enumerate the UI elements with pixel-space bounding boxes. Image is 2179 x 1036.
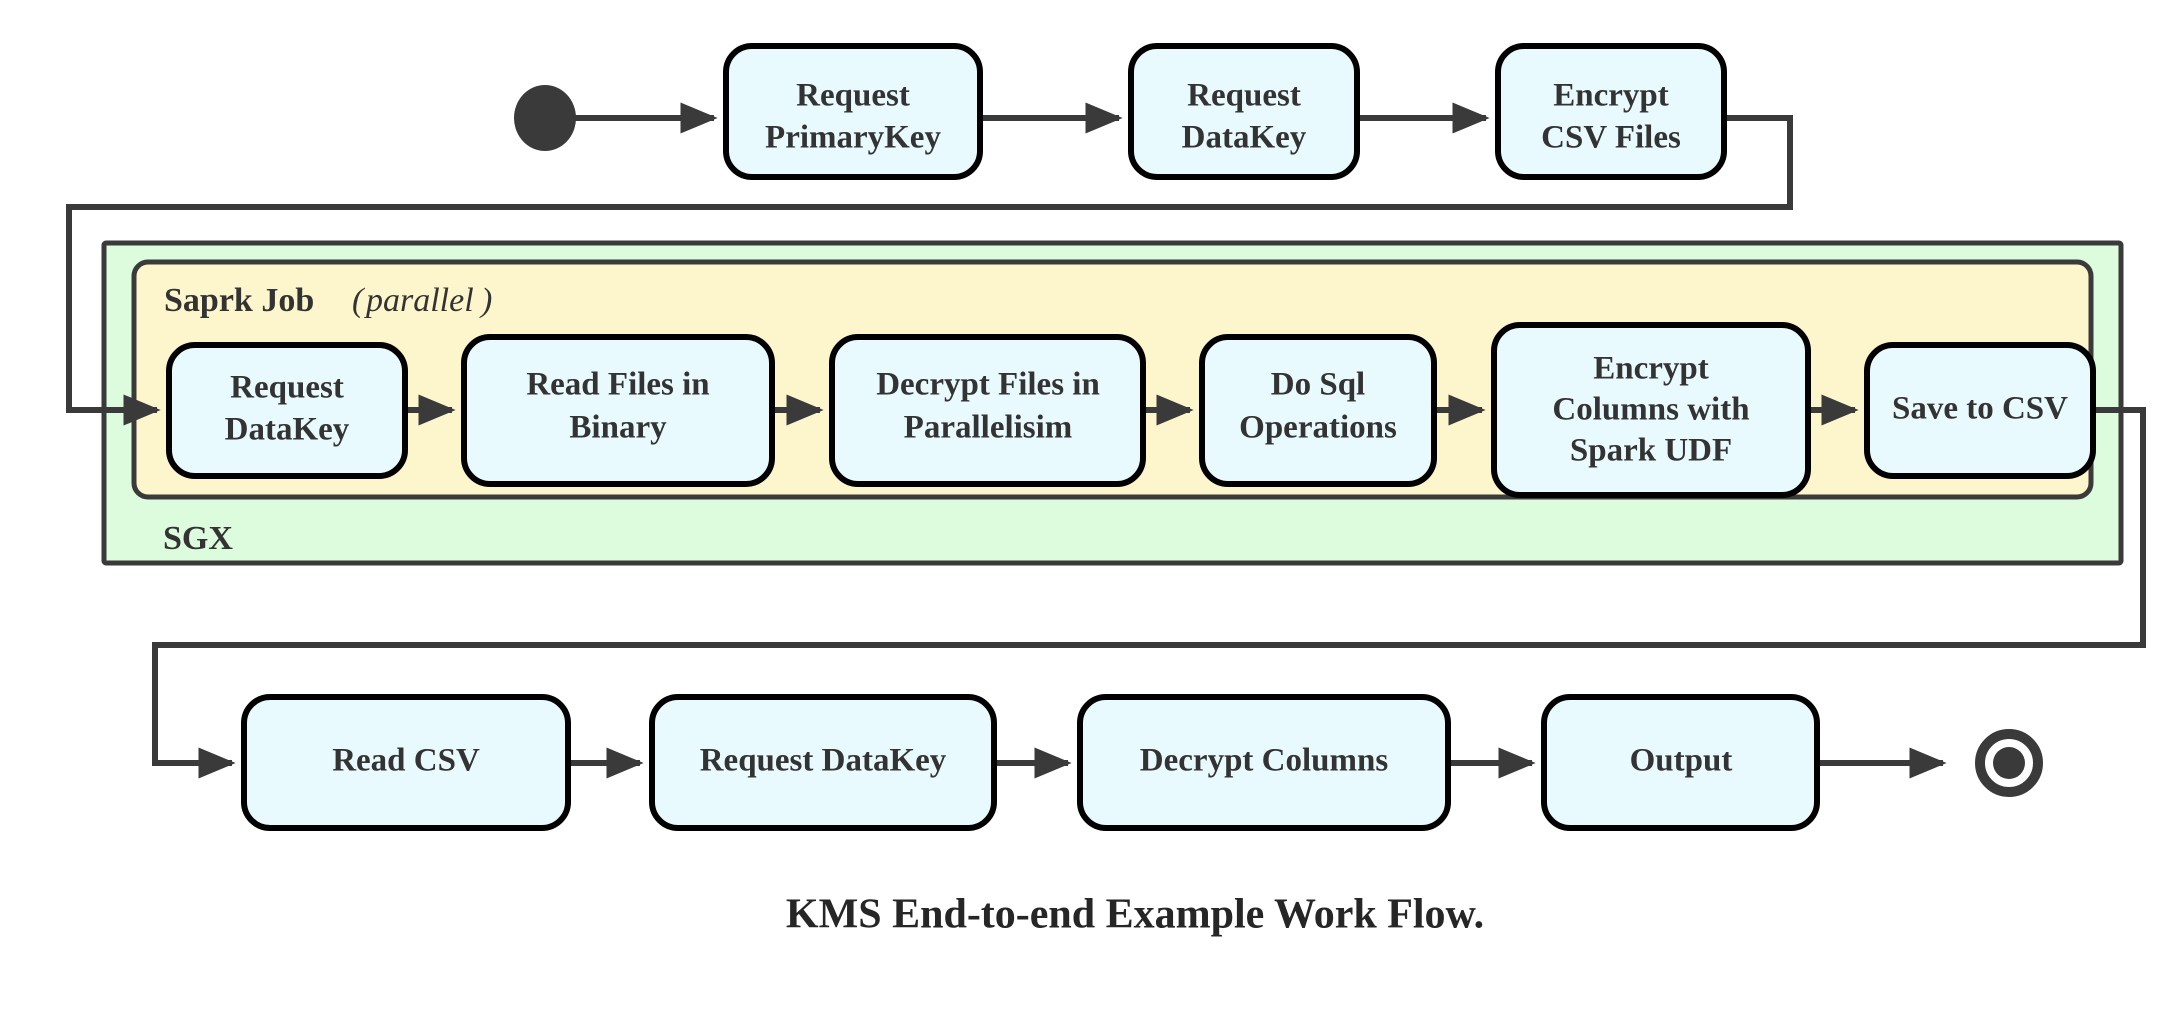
- start-node: [514, 85, 576, 151]
- node-encrypt-columns-with-spark-udf[interactable]: Encrypt Columns with Spark UDF: [1491, 322, 1811, 498]
- edge-encrypt-csv-files-to-request-datakey-spark: [66, 115, 1793, 426]
- node-output[interactable]: Output: [1541, 694, 1820, 831]
- node-request-primarykey[interactable]: Request PrimaryKey: [723, 43, 983, 180]
- edge-save-to-csv-to-read-csv: [152, 407, 2146, 779]
- node-encrypt-columns-line-2: Columns with: [1552, 392, 1749, 428]
- node-encrypt-csv-files-line-2: CSV Files: [1541, 120, 1681, 156]
- node-save-to-csv[interactable]: Save to CSV: [1864, 342, 2096, 479]
- node-read-files-in-binary-line-2: Binary: [569, 410, 667, 446]
- node-request-datakey-spark-line-2: DataKey: [225, 412, 350, 448]
- node-decrypt-files-line-1: Decrypt Files in: [876, 367, 1100, 403]
- group-spark-job-label-text: Saprk Job: [164, 282, 314, 319]
- node-request-datakey-top[interactable]: Request DataKey: [1128, 43, 1360, 180]
- node-read-files-in-binary[interactable]: Read Files in Binary: [461, 334, 775, 487]
- node-read-files-in-binary-line-1: Read Files in: [526, 367, 709, 403]
- node-request-datakey-spark[interactable]: Request DataKey: [166, 342, 408, 479]
- node-read-csv[interactable]: Read CSV: [241, 694, 571, 831]
- node-request-datakey-bottom-label: Request DataKey: [700, 743, 947, 779]
- node-save-to-csv-label: Save to CSV: [1892, 391, 2068, 427]
- node-do-sql-operations-line-2: Operations: [1239, 410, 1397, 446]
- group-spark-job-label: Saprk Job: [164, 282, 314, 319]
- group-spark-job-label-paren-open: (: [352, 282, 366, 319]
- node-request-datakey-spark-line-1: Request: [230, 370, 344, 406]
- group-sgx-label: SGX: [163, 520, 233, 557]
- node-request-datakey-top-line-1: Request: [1187, 78, 1301, 114]
- end-node-core: [1993, 747, 2025, 779]
- end-node-ring: [1975, 729, 2043, 797]
- node-do-sql-operations[interactable]: Do Sql Operations: [1199, 334, 1437, 487]
- node-encrypt-columns-line-1: Encrypt: [1593, 351, 1709, 387]
- node-read-csv-label: Read CSV: [332, 743, 480, 779]
- node-request-datakey-bottom[interactable]: Request DataKey: [649, 694, 997, 831]
- node-encrypt-columns-line-3: Spark UDF: [1570, 433, 1732, 469]
- group-spark-job-label-paren-close: ): [479, 282, 492, 319]
- node-request-primarykey-line-2: PrimaryKey: [765, 120, 941, 156]
- node-decrypt-columns[interactable]: Decrypt Columns: [1077, 694, 1451, 831]
- node-request-primarykey-line-1: Request: [796, 78, 910, 114]
- node-encrypt-csv-files-line-1: Encrypt: [1553, 78, 1669, 114]
- node-request-datakey-top-line-2: DataKey: [1182, 120, 1307, 156]
- node-decrypt-columns-label: Decrypt Columns: [1140, 743, 1389, 779]
- node-do-sql-operations-line-1: Do Sql: [1271, 367, 1365, 403]
- group-spark-job-label-parallel: parallel: [364, 282, 474, 319]
- diagram-caption: KMS End-to-end Example Work Flow.: [786, 892, 1484, 938]
- node-output-label: Output: [1630, 743, 1733, 779]
- node-encrypt-csv-files[interactable]: Encrypt CSV Files: [1495, 43, 1727, 180]
- node-decrypt-files-in-parallelisim[interactable]: Decrypt Files in Parallelisim: [829, 334, 1146, 487]
- node-decrypt-files-line-2: Parallelisim: [904, 410, 1073, 446]
